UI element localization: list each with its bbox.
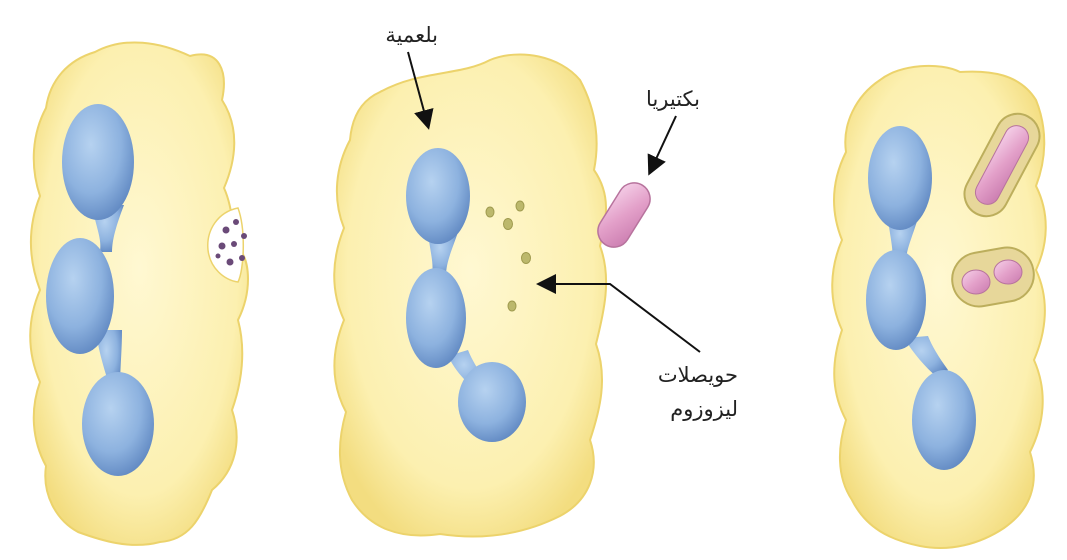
- cell-1-nucleus-lobe-middle: [46, 238, 114, 354]
- label-phagocyte: بلعمية: [385, 23, 438, 47]
- cell-2-membrane: [334, 54, 606, 536]
- cell-2-nucleus-lobe-middle: [406, 268, 466, 368]
- cell-2-with-lysosomes: [334, 54, 656, 536]
- cell-3-nucleus-lobe-top: [868, 126, 932, 230]
- cell-2-nucleus-lobe-top: [406, 148, 470, 244]
- cell-3-nucleus-lobe-middle: [866, 250, 926, 350]
- cell-2-nucleus-lobe-bottom: [458, 362, 526, 442]
- cell-1-engulfing: [30, 42, 248, 544]
- arrow-bacteria: [650, 116, 676, 172]
- label-bacteria-group: بكتيريا: [646, 87, 700, 172]
- cell-1-nucleus-lobe-bottom: [82, 372, 154, 476]
- label-lysosome-line1: حويصلات: [658, 363, 738, 387]
- label-lysosome-line2: ليزوزوم: [670, 397, 738, 421]
- cell-3-nucleus-lobe-bottom: [912, 370, 976, 470]
- cell-3-digesting: [832, 66, 1047, 548]
- cell-1-nucleus-lobe-top: [62, 104, 134, 220]
- label-bacteria: بكتيريا: [646, 87, 700, 111]
